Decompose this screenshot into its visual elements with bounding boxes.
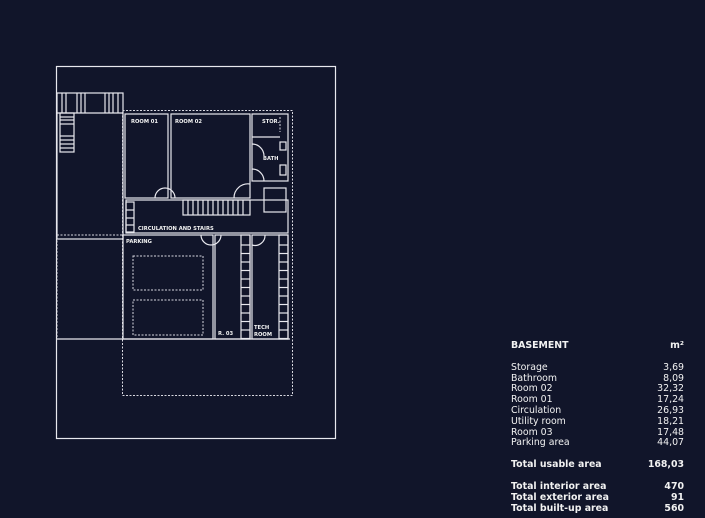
door-storage (251, 143, 265, 157)
room-02 (170, 113, 251, 199)
area-value: 18,21 (657, 415, 684, 427)
area-row: Utility room 18,21 (511, 415, 684, 428)
table-header: BASEMENT m² (511, 340, 684, 352)
label-tech-room: TECH (254, 325, 269, 331)
door-parking (200, 234, 222, 246)
side-stair (59, 112, 75, 153)
door-bath (251, 168, 265, 182)
area-value: 3,69 (663, 361, 684, 373)
area-row: Room 01 17,24 (511, 394, 684, 406)
total-value: 470 (664, 480, 684, 492)
area-row: Room 02 32,32 (511, 384, 684, 395)
total-label: Total built-up area (511, 502, 609, 514)
area-label: Room 03 (511, 426, 553, 438)
usable-label: Total usable area (511, 459, 602, 471)
area-label: Circulation (511, 404, 562, 416)
door-room-01 (154, 187, 176, 199)
main-stair (182, 199, 251, 216)
area-row: Circulation 26,93 (511, 404, 684, 417)
area-value: 17,48 (657, 426, 684, 438)
door-tech (251, 234, 266, 247)
lower-terrace (56, 234, 124, 340)
usable-value: 168,03 (647, 459, 684, 471)
storage-bath (251, 113, 289, 182)
area-row: Storage 3,69 (511, 361, 684, 374)
total-value: 560 (664, 502, 684, 514)
label-circulation: CIRCULATION AND STAIRS (138, 226, 214, 232)
area-row: Room 03 17,48 (511, 426, 684, 439)
area-value: 44,07 (657, 437, 684, 449)
total-row: Total built-up area 560 (511, 502, 684, 515)
area-row: Parking area 44,07 (511, 438, 684, 449)
area-label: Bathroom (511, 372, 558, 384)
area-label: Parking area (511, 437, 570, 449)
area-label: Room 01 (511, 394, 553, 406)
label-room-01: ROOM 01 (131, 119, 158, 125)
room-01 (124, 113, 169, 199)
label-storage: STOR. (262, 119, 280, 125)
area-value: 26,93 (657, 404, 684, 416)
left-terrace (56, 92, 124, 240)
table-unit: m² (670, 340, 684, 351)
label-parking: PARKING (126, 239, 152, 245)
total-row: Total exterior area 91 (511, 491, 684, 504)
total-label: Total interior area (511, 480, 607, 492)
area-label: Room 02 (511, 383, 553, 395)
door-room-02 (233, 183, 251, 199)
area-label: Storage (511, 361, 548, 373)
total-row: Total interior area 470 (511, 480, 684, 493)
parking (122, 234, 214, 340)
total-label: Total exterior area (511, 491, 609, 503)
total-value: 91 (670, 491, 684, 503)
table-title: BASEMENT (511, 340, 569, 351)
area-value: 32,32 (657, 383, 684, 395)
top-stair (57, 93, 123, 114)
parking-space (132, 299, 204, 336)
area-label: Utility room (511, 415, 566, 427)
area-value: 8,09 (663, 372, 684, 384)
label-room-03: R. 03 (218, 331, 233, 337)
area-row: Bathroom 8,09 (511, 372, 684, 385)
area-value: 17,24 (657, 394, 684, 406)
label-bath: BATH (263, 156, 278, 162)
usable-total-row: Total usable area 168,03 (511, 459, 684, 471)
label-tech-room-2: ROOM (254, 332, 272, 338)
building-outline (122, 110, 293, 396)
label-room-02: ROOM 02 (175, 119, 202, 125)
parking-space (132, 255, 204, 291)
